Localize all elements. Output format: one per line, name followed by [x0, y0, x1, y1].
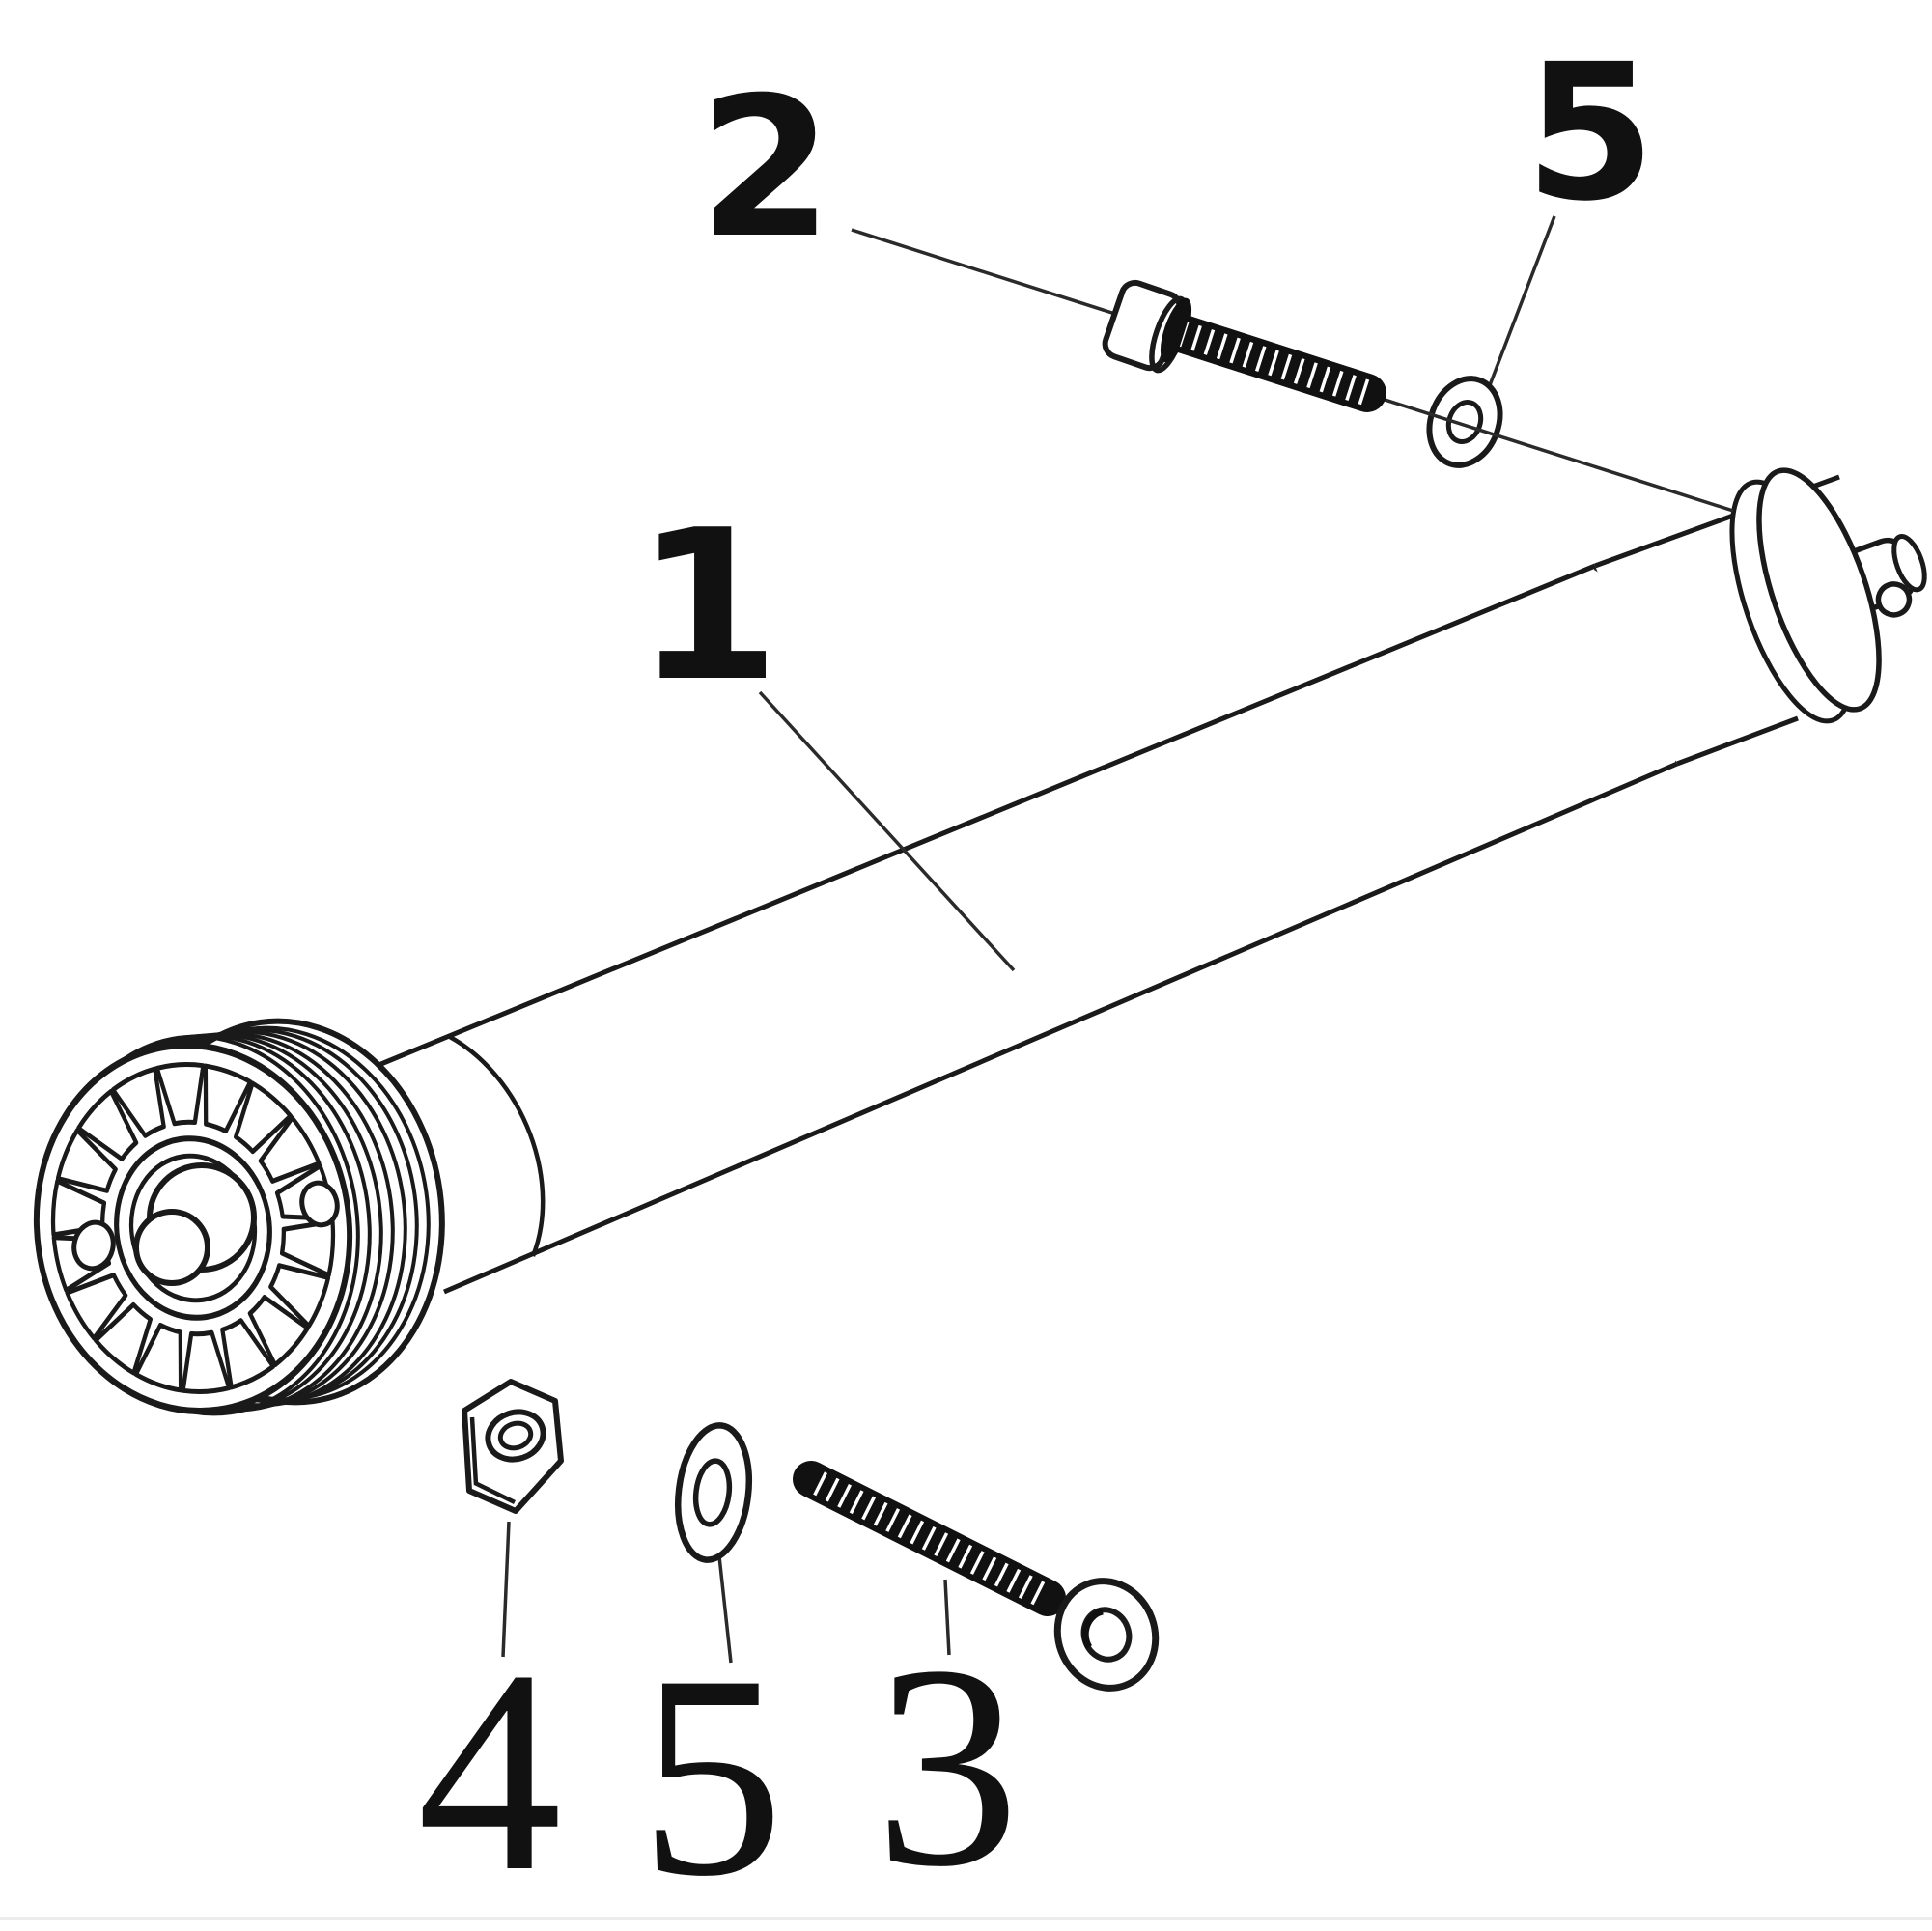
- callout-label-4: 4: [417, 1610, 562, 1931]
- hex-nut-facet-left: [469, 1416, 479, 1486]
- roller-tube: [371, 467, 1927, 1295]
- bolt-bottom-threads: [805, 1468, 1053, 1609]
- tube-bottom-edge: [443, 761, 1678, 1295]
- stub-end-face: [1891, 534, 1927, 593]
- hex-nut-facet-bottom: [474, 1480, 516, 1505]
- bolt-top-shaft: [1164, 315, 1386, 412]
- pulley-face-hole-left: [71, 1219, 116, 1272]
- callout-label-5-bottom: 5: [639, 1615, 784, 1931]
- callout-label-1: 1: [635, 485, 780, 727]
- pulley: [33, 1018, 445, 1416]
- washer-bottom-hole: [692, 1458, 733, 1527]
- scan-edge-line: [0, 1917, 1932, 1920]
- callout-label-5-top: 5: [1525, 23, 1656, 242]
- tube-top-edge: [371, 563, 1596, 1071]
- pulley-shaft-end: [133, 1209, 210, 1286]
- bolt-top-threads: [1179, 322, 1372, 406]
- leader-line-1: [758, 690, 1016, 972]
- callout-labels: 2 5 1 4 5 3: [417, 23, 1656, 1931]
- leader-line-3: [943, 1579, 951, 1656]
- washer-top-hole: [1445, 400, 1484, 444]
- pulley-face-hole-right: [299, 1180, 340, 1228]
- leader-line-5-top: [1483, 215, 1556, 399]
- callout-label-3: 3: [875, 1606, 1020, 1926]
- leader-lines: [501, 215, 1556, 1664]
- leader-line-5-bottom: [717, 1555, 733, 1664]
- end-cap-outer-rim: [1756, 467, 1882, 713]
- bolt-bottom-socket-shading: [1081, 1608, 1104, 1649]
- stub-loop: [1875, 581, 1913, 618]
- bolt-bottom: [793, 1461, 1160, 1692]
- hex-nut: [462, 1379, 564, 1514]
- bolt-top: [1102, 279, 1386, 412]
- tube-left-seam-arc: [448, 1035, 546, 1257]
- washer-top: [1426, 376, 1503, 468]
- tube-body: [372, 566, 1701, 1292]
- washer-bottom: [675, 1422, 752, 1563]
- leader-line-4: [501, 1521, 511, 1658]
- hex-nut-bore-inner: [497, 1420, 534, 1451]
- tube-end-bottom-edge: [1676, 715, 1799, 767]
- callout-label-2: 2: [698, 56, 832, 281]
